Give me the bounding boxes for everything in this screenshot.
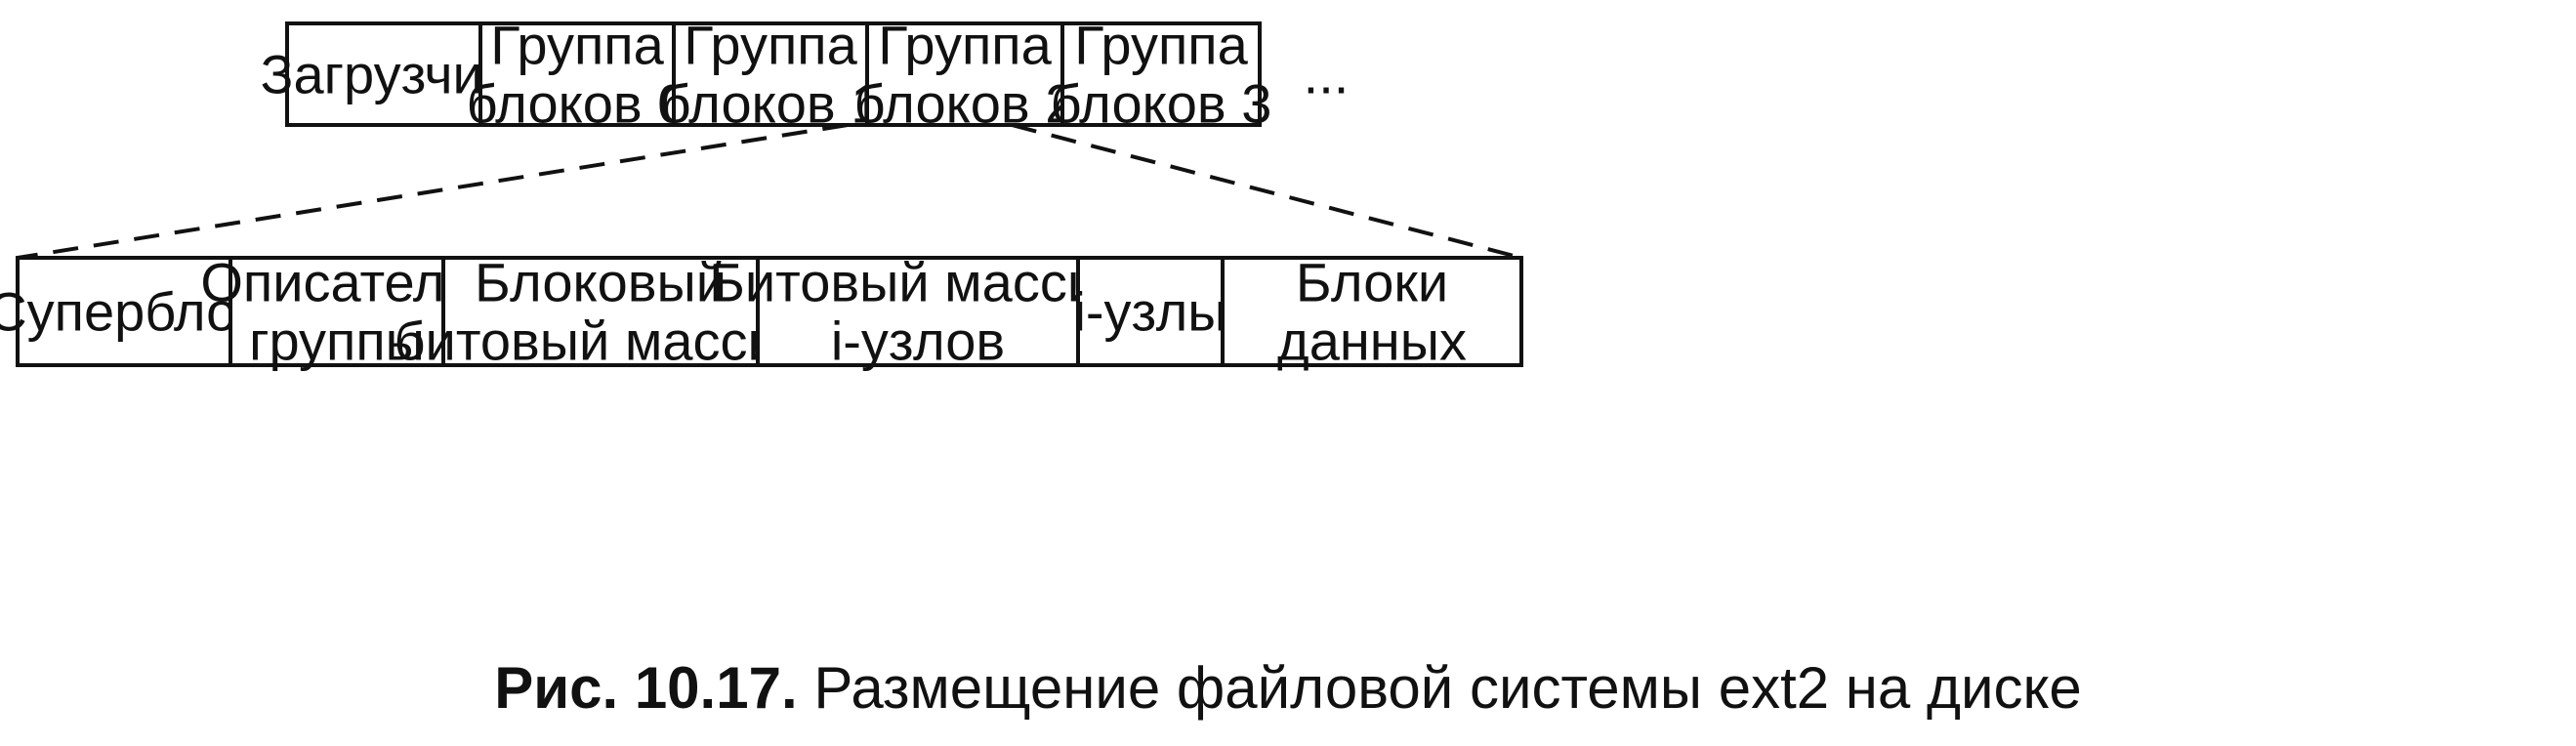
connector-right [1011, 123, 1522, 260]
block-group-part-cell-label: Битовый массив [709, 252, 1127, 313]
disk-region-cell-label: Загрузчик [261, 44, 508, 105]
block-group-part-cell-label: i-узлы [1073, 281, 1226, 343]
block-group-part-cell-label: Описатель [200, 252, 473, 313]
block-group-part-cell-label: i-узлов [831, 311, 1005, 372]
block-group-part-cell-box [16, 256, 232, 367]
disk-region-cell-0: Загрузчик [261, 21, 508, 127]
block-group-part-cell-label: битовый массив [394, 311, 807, 372]
more-groups-ellipsis: ... [1304, 44, 1350, 105]
disk-region-cell-box [672, 21, 869, 127]
block-group-part-cell-4: i-узлы [1073, 256, 1227, 367]
disk-region-cell-label: блоков 1 [660, 73, 882, 135]
block-group-layout-row: СуперблокОписательгруппыБлоковыйбитовый … [0, 252, 1523, 372]
disk-region-cell-label: блоков 2 [854, 73, 1076, 135]
block-group-part-cell-label: группы [249, 311, 425, 372]
block-group-part-cell-label: Блоки [1296, 252, 1448, 313]
expansion-connectors [17, 123, 1522, 260]
block-group-part-cell-label: Суперблок [0, 281, 261, 343]
disk-region-cell-label: Группа [878, 15, 1052, 76]
block-group-part-cell-label: Блоковый [475, 252, 727, 313]
disk-region-cell-box [865, 21, 1064, 127]
disk-region-cell-label: Группа [490, 15, 664, 76]
disk-region-cell-label: блоков 0 [467, 73, 688, 135]
block-group-part-cell-box [1076, 256, 1225, 367]
block-group-part-cell-0: Суперблок [0, 256, 261, 367]
figure-caption: Рис. 10.17. Размещение файловой системы … [0, 654, 2576, 723]
figure-caption-text: Размещение файловой системы ext2 на диск… [813, 655, 2082, 721]
connector-left [17, 123, 849, 260]
disk-region-cell-box [285, 21, 482, 127]
disk-region-cell-label: блоков 3 [1051, 73, 1272, 135]
block-group-part-cell-box [229, 256, 445, 367]
block-group-part-cell-box [1221, 256, 1523, 367]
disk-region-cell-label: Группа [684, 15, 857, 76]
disk-region-cell-box [1060, 21, 1262, 127]
disk-region-cell-label: Группа [1074, 15, 1248, 76]
figure-number: Рис. 10.17. [494, 655, 798, 721]
block-group-part-cell-label: данных [1277, 311, 1467, 372]
disk-region-cell-box [478, 21, 676, 127]
